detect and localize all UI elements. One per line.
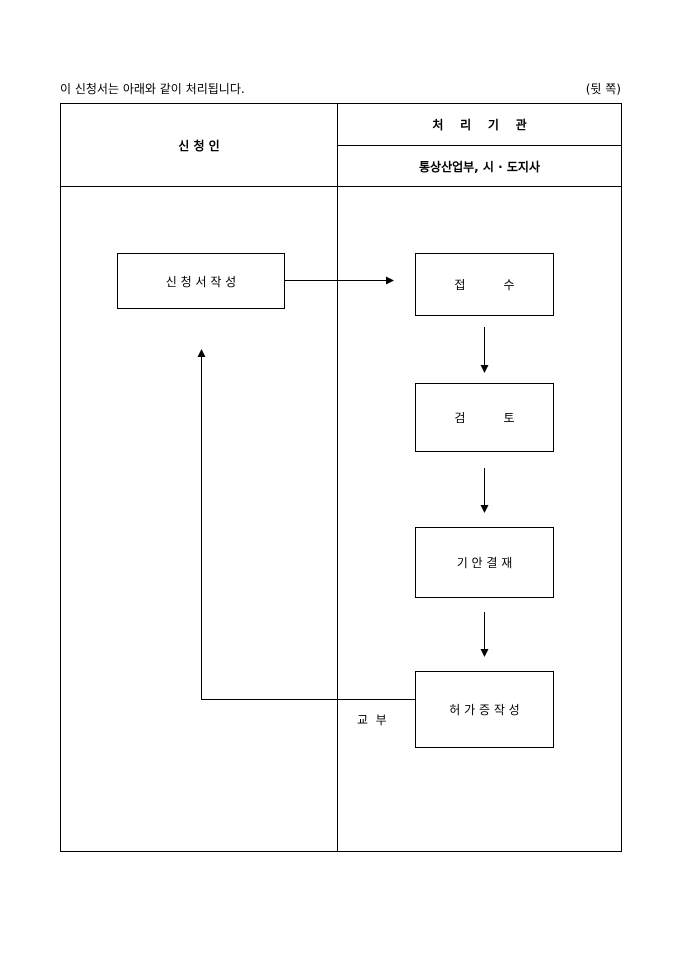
delivery-label: 교 부 <box>357 713 387 727</box>
page-side-label: (뒷 쪽) <box>585 82 621 96</box>
step-review: 검 토 <box>415 383 554 452</box>
step-apply: 신 청 서 작 성 <box>117 253 285 309</box>
step-draft-approval: 기 안 결 재 <box>415 527 554 598</box>
header-agency-names: 통상산업부, 시 · 도지사 <box>418 159 540 174</box>
step-receipt: 접 수 <box>415 253 554 316</box>
table-border <box>60 103 622 852</box>
top-note: 이 신청서는 아래와 같이 처리됩니다. <box>60 82 245 96</box>
step-permit-issue: 허 가 증 작 성 <box>415 671 554 748</box>
arrow-delivery-return <box>197 349 415 700</box>
header-applicant: 신 청 인 <box>178 138 220 153</box>
header-agency: 처 리 기 관 <box>432 118 527 132</box>
